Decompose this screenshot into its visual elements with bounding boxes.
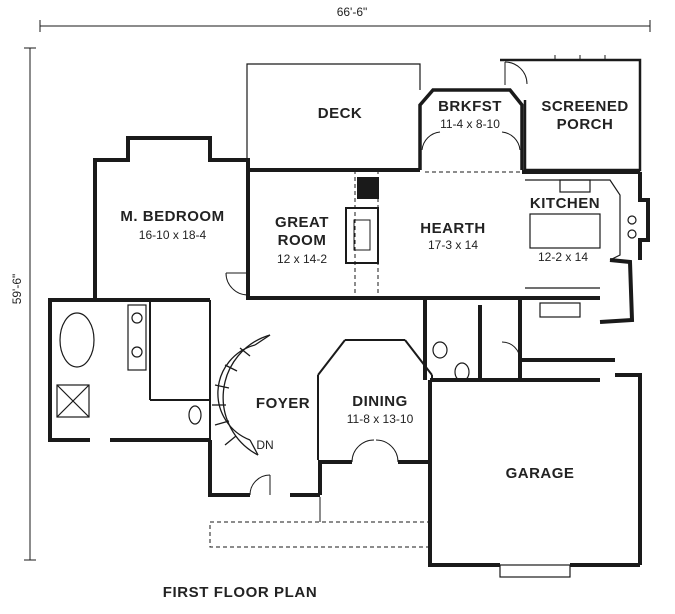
stair-down-note: DN [256,438,274,452]
great-room-dims: 12 x 14-2 [276,252,328,266]
screened-porch-label: SCREENED [541,98,629,115]
interior-partitions [149,170,522,460]
powder-room-fixtures [432,302,581,382]
dining-dims: 11-8 x 13-10 [346,412,414,426]
fireplace [345,177,379,264]
m-bedroom-dims: 16-10 x 18-4 [138,228,207,242]
kitchen-label: KITCHEN [529,195,601,212]
foyer-label: FOYER [255,395,311,412]
main-walls [48,136,650,567]
dimension-lines [24,20,651,561]
master-bath-fixtures [56,304,202,425]
great-room-label: GREAT [275,214,329,231]
hearth-dims: 17-3 x 14 [427,238,479,252]
deck-outline [246,63,421,170]
great-room-label-2: ROOM [277,232,327,249]
plan-title: FIRST FLOOR PLAN [162,584,318,601]
m-bedroom-label: M. BEDROOM [120,208,225,225]
overall-width-dimension: 66'-6" [336,5,368,19]
hearth-label: HEARTH [420,220,486,237]
overall-depth-dimension: 59'-6" [10,273,24,305]
kitchen-dims: 12-2 x 14 [537,250,589,264]
deck-label: DECK [317,105,363,122]
brkfst-dims: 11-4 x 8-10 [440,117,500,131]
garage-label: GARAGE [505,465,575,482]
doors [225,272,521,496]
dining-label: DINING [352,393,408,410]
garage-front [499,564,571,578]
kitchen-counters [525,179,637,289]
front-porch [209,497,431,548]
spiral-staircase [212,334,271,456]
breakfast-bay-walls [418,88,524,170]
screened-porch-label-2: PORCH [556,116,614,133]
brkfst-label: BRKFST [438,98,502,115]
